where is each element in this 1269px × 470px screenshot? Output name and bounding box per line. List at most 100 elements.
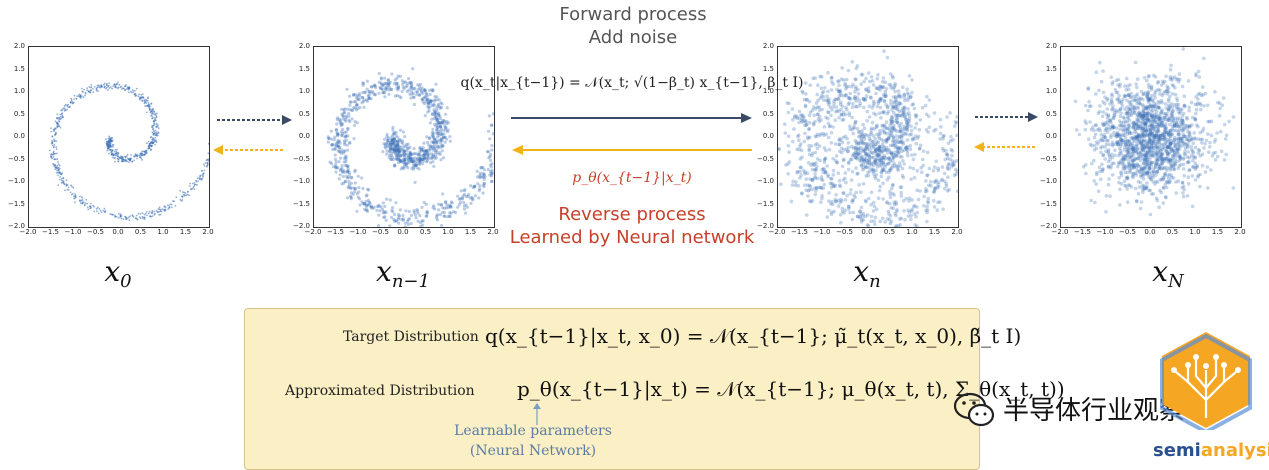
scatter-point: [435, 98, 439, 102]
scatter-point: [345, 107, 350, 111]
scatter-point: [819, 200, 823, 204]
scatter-point: [352, 186, 356, 190]
scatter-point: [819, 86, 824, 91]
scatter-point: [948, 139, 953, 143]
scatter-point: [888, 118, 893, 122]
scatter-point: [849, 188, 853, 192]
scatter-point: [891, 105, 896, 109]
scatter-point: [1166, 86, 1171, 90]
scatter-point: [392, 137, 396, 141]
scatter-point: [874, 207, 879, 211]
scatter-point: [333, 157, 337, 161]
scatter-point: [912, 212, 917, 216]
scatter-point: [1203, 91, 1208, 96]
scatter-point: [1158, 157, 1163, 162]
scatter-point: [1094, 182, 1098, 186]
scatter-point: [1116, 133, 1121, 137]
scatter-point: [63, 107, 66, 110]
scatter-point: [188, 194, 190, 197]
scatter-point: [421, 157, 425, 161]
scatter-point: [1134, 173, 1138, 177]
scatter-point: [786, 134, 791, 139]
scatter-point: [1114, 142, 1118, 146]
scatter-point: [1122, 116, 1127, 121]
scatter-point: [808, 177, 812, 181]
scatter-point: [888, 72, 893, 76]
scatter-point: [1120, 161, 1124, 166]
scatter-point: [1119, 173, 1124, 178]
scatter-point: [861, 157, 866, 162]
scatter-point: [393, 148, 397, 152]
scatter-point: [893, 224, 898, 227]
scatter-point: [866, 196, 871, 201]
scatter-point: [812, 163, 816, 168]
scatter-point: [482, 172, 486, 176]
scatter-point: [164, 209, 167, 212]
scatter-point: [426, 98, 430, 102]
scatter-point: [490, 171, 494, 175]
scatter-point: [1109, 120, 1113, 125]
scatter-point: [81, 198, 84, 201]
y-tick-label: −0.5: [8, 154, 25, 163]
scatter-point: [1186, 160, 1191, 164]
scatter-point: [1193, 117, 1197, 122]
scatter-point: [167, 204, 169, 207]
scatter-point: [893, 113, 898, 117]
scatter-point: [1141, 113, 1146, 118]
scatter-point: [342, 156, 347, 160]
scatter-point: [335, 141, 339, 146]
scatter-point: [800, 118, 804, 123]
scatter-point: [1151, 140, 1156, 144]
scatter-point: [1147, 145, 1151, 150]
scatter-point: [885, 131, 889, 136]
scatter-point: [1178, 155, 1182, 159]
plot-frame: [1060, 46, 1242, 228]
scatter-point: [940, 146, 945, 151]
scatter-point: [418, 145, 422, 150]
scatter-point: [876, 87, 881, 91]
scatter-point: [850, 127, 854, 132]
scatter-point: [1126, 93, 1130, 97]
scatter-point: [181, 196, 184, 198]
scatter-point: [1142, 145, 1146, 150]
scatter-point: [357, 97, 361, 101]
scatter-point: [389, 142, 394, 146]
scatter-point: [891, 135, 896, 140]
scatter-point: [1181, 47, 1185, 51]
scatter-point: [1178, 107, 1182, 111]
scatter-point: [56, 171, 59, 174]
scatter-point: [363, 202, 367, 206]
scatter-point: [433, 207, 437, 211]
scatter-point: [1157, 138, 1161, 142]
scatter-point: [1152, 146, 1156, 150]
scatter-point: [61, 177, 63, 180]
scatter-point: [1194, 73, 1198, 78]
scatter-point: [384, 210, 388, 214]
scatter-point: [875, 132, 879, 137]
scatter-point: [427, 98, 431, 102]
scatter-point: [119, 215, 122, 218]
scatter-point: [393, 152, 398, 156]
scatter-point: [1176, 141, 1180, 145]
scatter-point: [912, 137, 917, 141]
scatter-point: [1110, 92, 1114, 96]
scatter-point: [822, 125, 827, 129]
scatter-point: [925, 94, 929, 99]
scatter-point: [436, 131, 440, 136]
scatter-point: [137, 212, 140, 215]
scatter-point: [1158, 112, 1163, 116]
scatter-point: [401, 150, 405, 154]
scatter-point: [833, 197, 838, 202]
scatter-point: [169, 203, 172, 206]
scatter-point: [1086, 87, 1090, 91]
scatter-point: [892, 127, 897, 131]
scatter-point: [1160, 157, 1165, 162]
scatter-point: [1155, 151, 1159, 155]
scatter-point: [1171, 140, 1176, 145]
scatter-point: [899, 130, 903, 134]
scatter-point: [867, 165, 871, 170]
scatter-point: [825, 164, 829, 168]
scatter-point: [1120, 138, 1125, 142]
scatter-point: [1140, 166, 1144, 171]
scatter-point: [56, 125, 59, 128]
